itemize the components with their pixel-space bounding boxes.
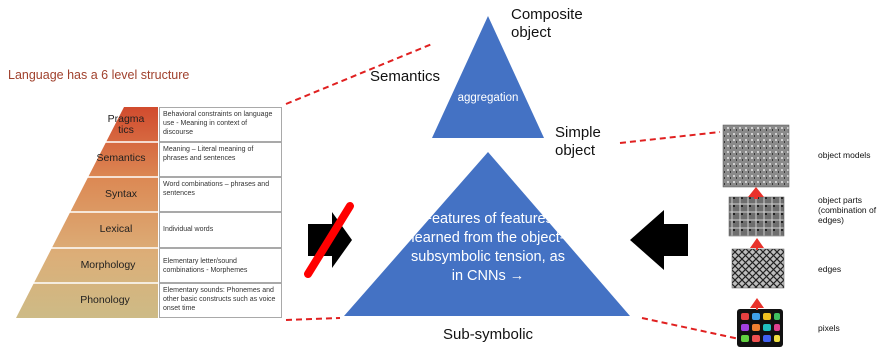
- stage-label-edges: edges: [818, 264, 842, 274]
- crossed-arrow: [304, 202, 354, 278]
- level-label-pragmatics: Pragma tics: [107, 113, 145, 137]
- lower-triangle: [344, 152, 630, 316]
- level-desc-syntax: Word combinations – phrases and sentence…: [159, 177, 282, 212]
- sub-symbolic-label: Sub-symbolic: [443, 326, 534, 343]
- level-label-lexical: Lexical: [99, 223, 133, 235]
- level-label-semantics: Semantics: [96, 152, 146, 164]
- features-text: Features of features learned from the ob…: [411, 211, 565, 285]
- dashed-connectors: [285, 43, 745, 341]
- level-label-morphology: Morphology: [80, 259, 136, 271]
- level-desc-semantics: Meaning – Literal meaning of phrases and…: [159, 142, 282, 177]
- object-models-image: [722, 124, 790, 188]
- object-parts-image: [728, 196, 785, 237]
- language-structure-title: Language has a 6 level structure: [8, 68, 190, 82]
- left-arrow: [630, 210, 688, 270]
- level-label-syntax: Syntax: [104, 188, 138, 200]
- pixels-image: [737, 309, 783, 347]
- upper-triangle: [432, 16, 544, 138]
- level-desc-phonology: Elementary sounds: Phonemes and other ba…: [159, 283, 282, 318]
- semantics-label: Semantics: [370, 68, 441, 85]
- simple-object-label: Simple object: [555, 124, 601, 159]
- level-desc-lexical: Individual words: [159, 212, 282, 248]
- pyramid-dividers: [23, 141, 158, 284]
- edges-image: [731, 248, 785, 289]
- aggregation-label: aggregation: [457, 92, 519, 104]
- level-desc-pragmatics: Behavioral constraints on language use -…: [159, 107, 282, 142]
- stage-label-object-models: object models: [818, 150, 871, 160]
- level-label-phonology: Phonology: [80, 294, 130, 306]
- composite-object-label: Composite object: [511, 6, 583, 41]
- stage-arrows: [748, 187, 764, 310]
- level-desc-morphology: Elementary letter/sound combinations - M…: [159, 248, 282, 283]
- stage-label-object-parts: object parts (combination of edges): [818, 195, 877, 226]
- stage-label-pixels: pixels: [818, 323, 840, 333]
